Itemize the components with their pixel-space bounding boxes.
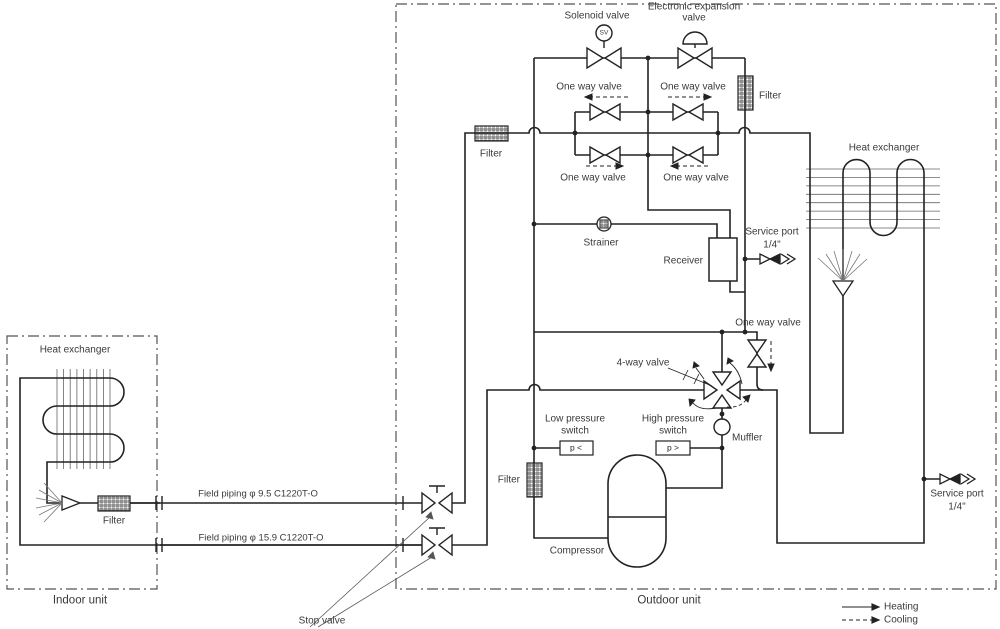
indoor-unit-border bbox=[6, 335, 158, 590]
high-pressure-switch-label1: High pressure bbox=[641, 413, 705, 425]
heat-exchanger-outdoor-label: Heat exchanger bbox=[848, 142, 920, 154]
one-way-valve-label-tl: One way valve bbox=[556, 81, 622, 93]
muffler-symbol bbox=[713, 418, 731, 436]
one-way-valve-label-br: One way valve bbox=[663, 172, 729, 184]
filter-suction-label: Filter bbox=[497, 474, 520, 486]
high-pressure-switch-symbol: p > bbox=[666, 442, 680, 453]
service-port-right-size: 1/4" bbox=[948, 501, 966, 513]
strainer-label: Strainer bbox=[583, 237, 619, 249]
stop-valve-label: Stop valve bbox=[298, 615, 346, 627]
legend-heating-label: Heating bbox=[884, 601, 919, 613]
filter-right-label: Filter bbox=[759, 90, 782, 102]
one-way-valve-bridge-symbols bbox=[589, 102, 704, 165]
filter-left-symbol bbox=[474, 125, 509, 142]
outdoor-distributor-nozzle bbox=[817, 249, 868, 298]
strainer-symbol bbox=[596, 216, 612, 232]
one-way-valve-label-bl: One way valve bbox=[560, 172, 626, 184]
field-piping-gas-label: Field piping φ 15.9 C1220T-O bbox=[198, 532, 324, 544]
solenoid-sv-text: SV bbox=[599, 29, 609, 37]
compressor-symbol bbox=[607, 454, 667, 568]
four-way-valve-flow-arrows bbox=[667, 357, 751, 410]
service-port-right-symbol bbox=[939, 472, 977, 486]
filter-indoor-label: Filter bbox=[102, 515, 126, 527]
indoor-unit-label: Indoor unit bbox=[52, 594, 108, 607]
pressure-switch-boxes bbox=[559, 440, 691, 456]
indoor-coil-fins bbox=[56, 369, 111, 469]
filter-indoor-symbol bbox=[97, 495, 131, 512]
service-port-receiver-symbol bbox=[759, 252, 797, 266]
one-way-valve-vertical-symbol bbox=[746, 339, 768, 368]
filter-suction-symbol bbox=[526, 462, 543, 498]
indoor-distributor-nozzle bbox=[35, 482, 82, 523]
four-way-valve-label: 4-way valve bbox=[616, 357, 670, 369]
four-way-valve-symbol bbox=[703, 371, 741, 409]
pipe-flange-ticks bbox=[155, 496, 404, 552]
junction-dots bbox=[531, 55, 927, 482]
electronic-expansion-valve-symbol bbox=[677, 31, 713, 70]
outdoor-unit-label: Outdoor unit bbox=[637, 594, 701, 607]
legend-cooling-label: Cooling bbox=[884, 614, 918, 626]
eev-label-line2: valve bbox=[682, 12, 706, 24]
service-port-receiver-label: Service port bbox=[745, 226, 799, 238]
legend-symbols bbox=[842, 603, 881, 624]
receiver-symbol bbox=[708, 237, 738, 282]
compressor-label: Compressor bbox=[549, 545, 605, 557]
one-way-valve-label-vertical: One way valve bbox=[735, 317, 801, 329]
receiver-label: Receiver bbox=[663, 255, 703, 267]
filter-right-symbol bbox=[737, 75, 754, 111]
low-pressure-switch-label1: Low pressure bbox=[544, 413, 606, 425]
field-piping-liquid-label: Field piping φ 9.5 C1220T-O bbox=[198, 488, 318, 500]
stop-valve-leader-lines bbox=[309, 511, 436, 628]
high-pressure-switch-label2: switch bbox=[659, 425, 687, 437]
heat-exchanger-indoor-label: Heat exchanger bbox=[39, 344, 111, 356]
solenoid-valve-label: Solenoid valve bbox=[564, 10, 630, 22]
outdoor-coil-fins bbox=[806, 168, 940, 229]
stop-valve-symbols bbox=[421, 485, 453, 557]
solenoid-valve-symbol bbox=[586, 24, 622, 70]
filter-left-label: Filter bbox=[479, 148, 503, 160]
outdoor-unit-border bbox=[395, 3, 997, 590]
service-port-right-label: Service port bbox=[930, 488, 984, 500]
flow-arrows-cooling-dashed bbox=[583, 93, 775, 373]
service-port-receiver-size: 1/4" bbox=[763, 239, 781, 251]
one-way-valve-label-tr: One way valve bbox=[660, 81, 726, 93]
low-pressure-switch-symbol: p < bbox=[569, 442, 583, 453]
muffler-label: Muffler bbox=[732, 432, 763, 444]
eev-label-line1: Electronic expansion bbox=[647, 1, 741, 13]
low-pressure-switch-label2: switch bbox=[561, 425, 589, 437]
